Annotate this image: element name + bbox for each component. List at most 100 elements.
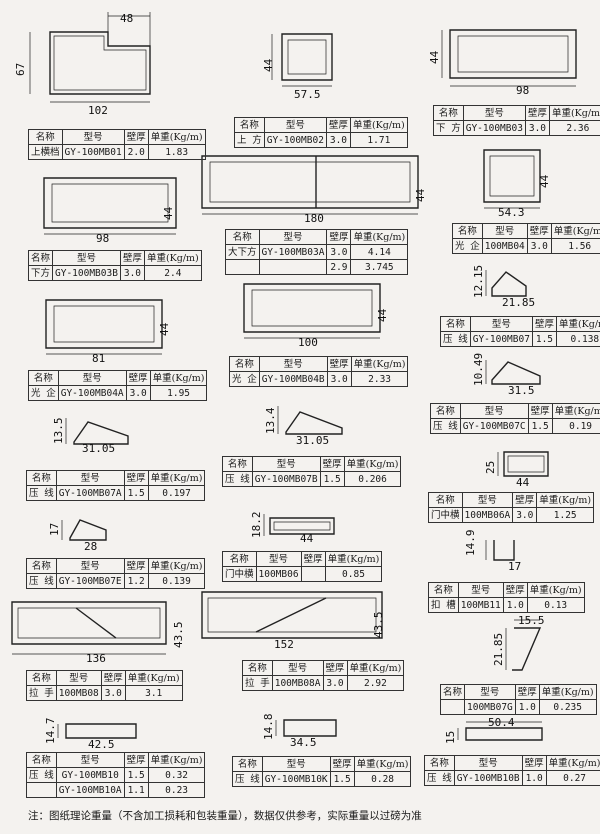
header-cell-model: 型号 xyxy=(61,129,125,145)
cell-weight: 0.19 xyxy=(551,418,600,434)
header-cell-name: 名称 xyxy=(440,316,471,332)
header-cell-weight: 单重(Kg/m) xyxy=(350,229,409,245)
header-cell-model: 型号 xyxy=(481,223,528,239)
cell-model xyxy=(258,259,328,275)
cell-wall: 1.5 xyxy=(531,331,557,347)
dim-label: 15 xyxy=(444,731,457,744)
header-cell-wall: 壁厚 xyxy=(526,223,552,239)
header-cell-model: 型号 xyxy=(261,756,331,772)
dim-label: 31.05 xyxy=(82,442,115,455)
cell-model: GY-100MB10K xyxy=(261,771,331,787)
header-cell-model: 型号 xyxy=(57,370,127,386)
dim-label: 21.85 xyxy=(492,633,505,666)
cell-weight: 0.139 xyxy=(147,573,206,589)
dim-label: 152 xyxy=(274,638,294,651)
header-cell-name: 名称 xyxy=(28,370,59,386)
header-cell-name: 名称 xyxy=(26,470,57,486)
header-cell-name: 名称 xyxy=(439,684,466,700)
dim-label: 14.7 xyxy=(44,718,57,745)
header-cell-weight: 单重(Kg/m) xyxy=(550,223,600,239)
dim-label: 21.85 xyxy=(502,296,535,309)
header-cell-weight: 单重(Kg/m) xyxy=(526,582,585,598)
cell-name: 大下方 xyxy=(225,244,260,260)
cell-name xyxy=(225,259,260,275)
dim-label: 13.5 xyxy=(52,418,65,445)
cell-name: 上 方 xyxy=(234,132,265,148)
footnote: 注：图纸理论重量（不含加工损耗和包装重量），数据仅供参考，实际重量以过磅为准 xyxy=(28,810,422,822)
cell-model: 100MB06A xyxy=(461,507,514,523)
cell-weight: 0.197 xyxy=(147,485,206,501)
cell-name: 压 线 xyxy=(440,331,471,347)
header-cell-name: 名称 xyxy=(232,756,263,772)
cell-name: 光 企 xyxy=(452,238,483,254)
header-cell-model: 型号 xyxy=(462,105,526,121)
header-cell-wall: 壁厚 xyxy=(325,117,351,133)
profile-drawing-mb04b: 44 100 xyxy=(243,283,389,349)
cell-wall: 1.2 xyxy=(123,573,149,589)
header-cell-model: 型号 xyxy=(52,250,121,266)
table-header-row: 名称型号壁厚单重(Kg/m) xyxy=(424,755,600,771)
dim-label: 14.9 xyxy=(464,530,477,557)
table-header-row: 名称型号壁厚单重(Kg/m) xyxy=(222,456,402,472)
header-cell-weight: 单重(Kg/m) xyxy=(147,558,206,574)
dim-label: 180 xyxy=(304,212,324,225)
cell-name: 压 线 xyxy=(424,770,455,786)
header-cell-weight: 单重(Kg/m) xyxy=(149,370,208,386)
dim-label: 48 xyxy=(120,12,133,25)
cell-wall: 1.0 xyxy=(502,597,528,613)
table-header-row: 名称型号壁厚单重(Kg/m) xyxy=(242,660,405,676)
dim-label: 44 xyxy=(300,532,314,545)
cell-weight: 0.206 xyxy=(343,471,402,487)
header-cell-wall: 壁厚 xyxy=(119,250,145,266)
cell-wall: 1.5 xyxy=(329,771,355,787)
table-header-row: 名称型号壁厚单重(Kg/m) xyxy=(433,105,600,121)
cell-name: 压 线 xyxy=(430,418,461,434)
cell-name: 压 线 xyxy=(26,485,57,501)
profile-drawing-mb04: 44 54.3 xyxy=(483,149,551,219)
dim-label: 54.3 xyxy=(498,206,525,219)
header-cell-name: 名称 xyxy=(28,129,63,145)
cell-model: GY-100MB07C xyxy=(459,418,529,434)
cell-model: 100MB08A xyxy=(271,675,324,691)
cell-model: GY-100MB03B xyxy=(52,265,121,281)
cell-name xyxy=(439,699,466,715)
header-cell-name: 名称 xyxy=(26,558,57,574)
dim-label: 34.5 xyxy=(290,736,317,749)
cell-wall: 1.5 xyxy=(527,418,553,434)
cell-weight: 2.92 xyxy=(346,675,405,691)
header-cell-weight: 单重(Kg/m) xyxy=(350,356,409,372)
cell-wall: 2.9 xyxy=(326,259,352,275)
header-cell-model: 型号 xyxy=(453,755,523,771)
dim-label: 98 xyxy=(96,232,109,245)
cell-weight: 4.14 xyxy=(350,244,409,260)
dim-label: 10.49 xyxy=(472,353,485,386)
header-cell-weight: 单重(Kg/m) xyxy=(346,660,405,676)
cell-wall: 3.0 xyxy=(526,238,552,254)
dim-label: 14.8 xyxy=(262,714,275,741)
header-cell-name: 名称 xyxy=(242,660,273,676)
dim-label: 15.5 xyxy=(518,614,545,627)
cell-wall: 3.0 xyxy=(119,265,145,281)
header-cell-wall: 壁厚 xyxy=(524,105,550,121)
cell-weight: 1.71 xyxy=(349,132,408,148)
cell-weight: 3.1 xyxy=(124,685,183,701)
profile-drawing-mb07: 12.15 21.85 xyxy=(472,265,535,309)
header-cell-name: 名称 xyxy=(27,250,54,266)
cell-model: GY-100MB10 xyxy=(55,767,125,783)
header-cell-weight: 单重(Kg/m) xyxy=(353,756,412,772)
